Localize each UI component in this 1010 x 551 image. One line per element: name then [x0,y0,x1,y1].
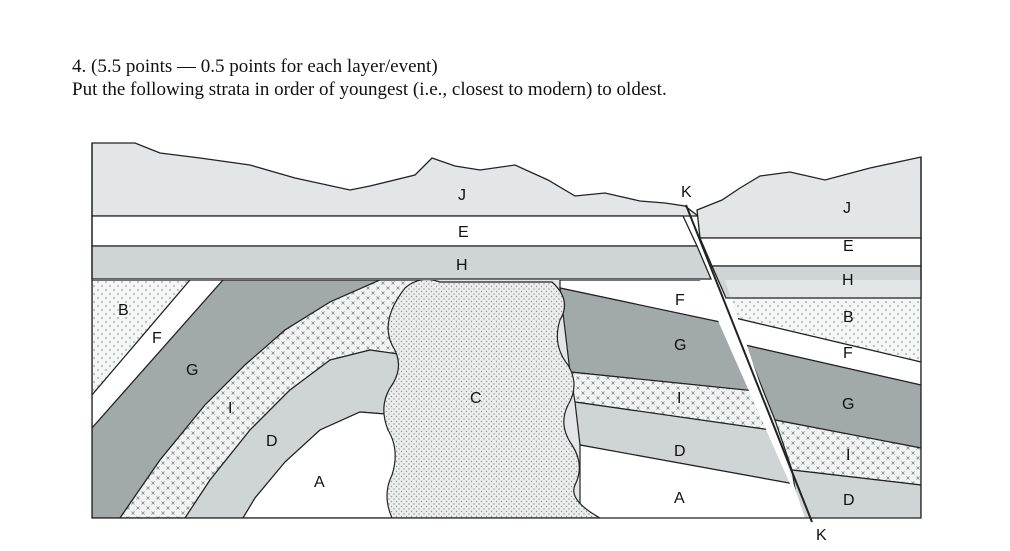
label-G-right: G [842,396,854,413]
layer-J-right [696,156,922,239]
label-A-mid: A [674,490,685,507]
label-I-left: I [228,400,232,417]
label-C: C [470,390,482,407]
lower-right-block [725,280,921,518]
label-B-left: B [118,302,129,319]
label-A-left: A [314,474,325,491]
layer-E-left [91,215,699,247]
layer-J-left [91,142,700,217]
label-F-left: F [152,330,162,347]
layer-A-mid [579,444,805,518]
diagram-frame [91,143,922,519]
layer-E-right [699,237,922,267]
label-G-left: G [186,362,198,379]
label-F-right: F [843,345,853,362]
label-J-right: J [843,200,851,217]
label-E-left: E [458,224,469,241]
label-B-right: B [843,309,854,326]
label-K-top: K [681,184,692,201]
label-J-left: J [458,187,466,204]
label-F-mid: F [675,292,685,309]
label-I-mid: I [677,390,681,407]
layer-A-left [241,411,399,518]
question-heading: 4. (5.5 points — 0.5 points for each lay… [72,55,667,101]
question-instruction: Put the following strata in order of you… [72,79,667,100]
layer-B-right [725,297,921,363]
label-H-left: H [456,257,468,274]
layer-H-left [91,245,712,280]
fault-K [685,204,813,523]
label-G-mid: G [674,337,686,354]
intrusion-C [383,280,603,518]
question-points: 4. (5.5 points — 0.5 points for each lay… [72,56,438,77]
label-E-right: E [843,238,854,255]
label-I-right: I [846,447,850,464]
lower-left-block [92,280,805,518]
label-D-right: D [843,492,855,509]
label-H-right: H [842,272,854,289]
label-K-bottom: K [816,527,827,544]
label-D-left: D [266,433,278,450]
label-D-mid: D [674,443,686,460]
layer-I-right [774,419,921,486]
